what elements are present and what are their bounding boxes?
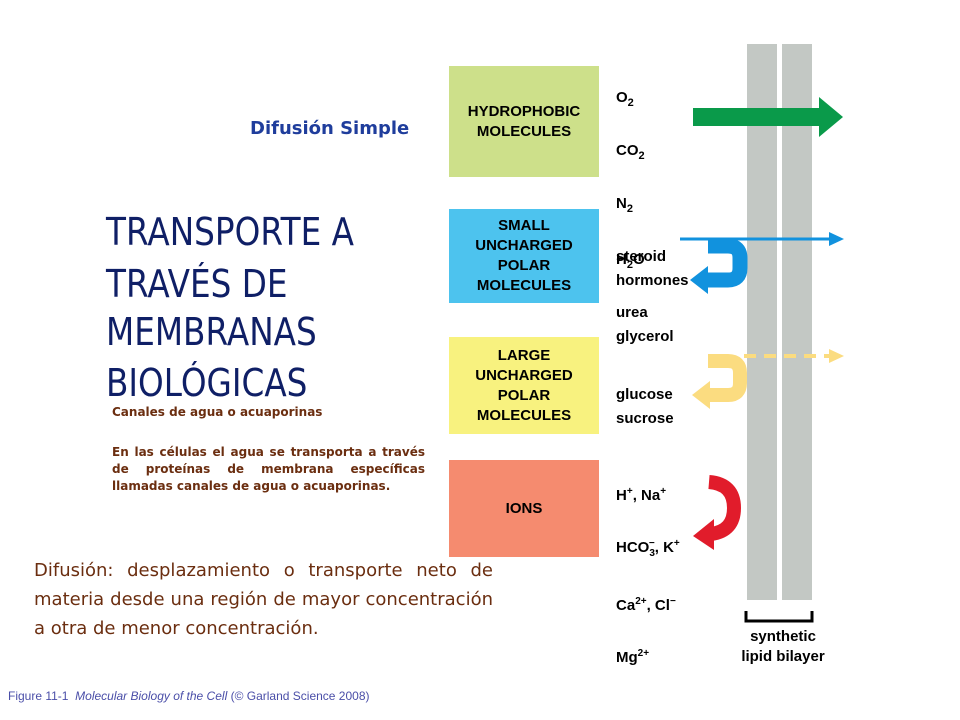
caption-figure-number: Figure 11-1 [8, 689, 69, 703]
molecule-glucose-sucrose: glucose sucrose [616, 386, 674, 427]
small-polar-return-arrow [706, 238, 748, 288]
molecule-o2: O2 [616, 89, 634, 109]
molecules-hydrophobic: O2 CO2 N2 steroid hormones [616, 62, 689, 317]
box-ions: IONS [449, 460, 599, 557]
box-large-polar: LARGE UNCHARGED POLAR MOLECULES [449, 337, 599, 434]
caption-credit: (© Garland Science 2008) [230, 689, 370, 703]
aquaporin-heading: Canales de agua o acuaporinas [112, 405, 323, 419]
figure-caption: Figure 11-1 Molecular Biology of the Cel… [8, 689, 370, 703]
caption-book-title: Molecular Biology of the Cell [75, 689, 228, 703]
small-polar-return-head [690, 266, 708, 294]
page-title-line-1: TRANSPORTE A [106, 210, 355, 254]
molecules-large-polar: glucose sucrose [616, 359, 674, 455]
molecule-urea-glycerol: urea glycerol [616, 304, 674, 345]
hydrophobic-arrow [693, 97, 843, 137]
diffusion-definition: Difusión: desplazamiento o transporte ne… [34, 560, 493, 639]
ion-mg: Mg2+ [616, 648, 650, 666]
ion-ca-cl: Ca2+, Cl− [616, 596, 676, 614]
large-polar-return-head [692, 381, 710, 409]
box-hydrophobic: HYDROPHOBIC MOLECULES [449, 66, 599, 177]
ions-return-head [693, 519, 714, 550]
ion-hco3-k: HCO3−, K+ [616, 538, 680, 559]
page-title-line-4: BIOLÓGICAS [106, 361, 308, 405]
box-small-polar: SMALL UNCHARGED POLAR MOLECULES [449, 209, 599, 303]
large-polar-return-arrow [708, 354, 747, 402]
membrane-outer-leaflet [747, 44, 777, 600]
box-large-polar-label: LARGE UNCHARGED POLAR MOLECULES [475, 346, 573, 424]
molecules-ions: H+, Na+ HCO3−, K+ Ca2+, Cl− Mg2+ [616, 456, 680, 694]
molecule-steroid-hormones: steroid hormones [616, 248, 689, 289]
box-hydrophobic-label: HYDROPHOBIC MOLECULES [467, 102, 581, 140]
membrane-inner-leaflet [782, 44, 812, 600]
bilayer-label: synthetic lipid bilayer [741, 628, 825, 665]
page-title-line-2: TRAVÉS DE [106, 262, 288, 306]
subtitle-difusion-simple: Difusión Simple [250, 118, 410, 139]
large-polar-dashed-arrow [744, 349, 844, 363]
ion-h-na: H+, Na+ [616, 486, 667, 504]
bilayer-bracket [744, 611, 814, 623]
molecule-co2: CO2 [616, 142, 645, 162]
molecule-n2: N2 [616, 195, 633, 215]
aquaporin-text: En las células el agua se transporta a t… [112, 445, 425, 493]
molecules-small-polar: H2O urea glycerol [616, 224, 674, 373]
molecule-h2o: H2O [616, 251, 645, 271]
box-small-polar-label: SMALL UNCHARGED POLAR MOLECULES [475, 217, 573, 294]
ions-return-arrow [708, 475, 742, 541]
page-title-line-3: MEMBRANAS [106, 310, 317, 354]
box-ions-label: IONS [505, 499, 543, 517]
small-polar-crossing-arrow [680, 232, 844, 246]
